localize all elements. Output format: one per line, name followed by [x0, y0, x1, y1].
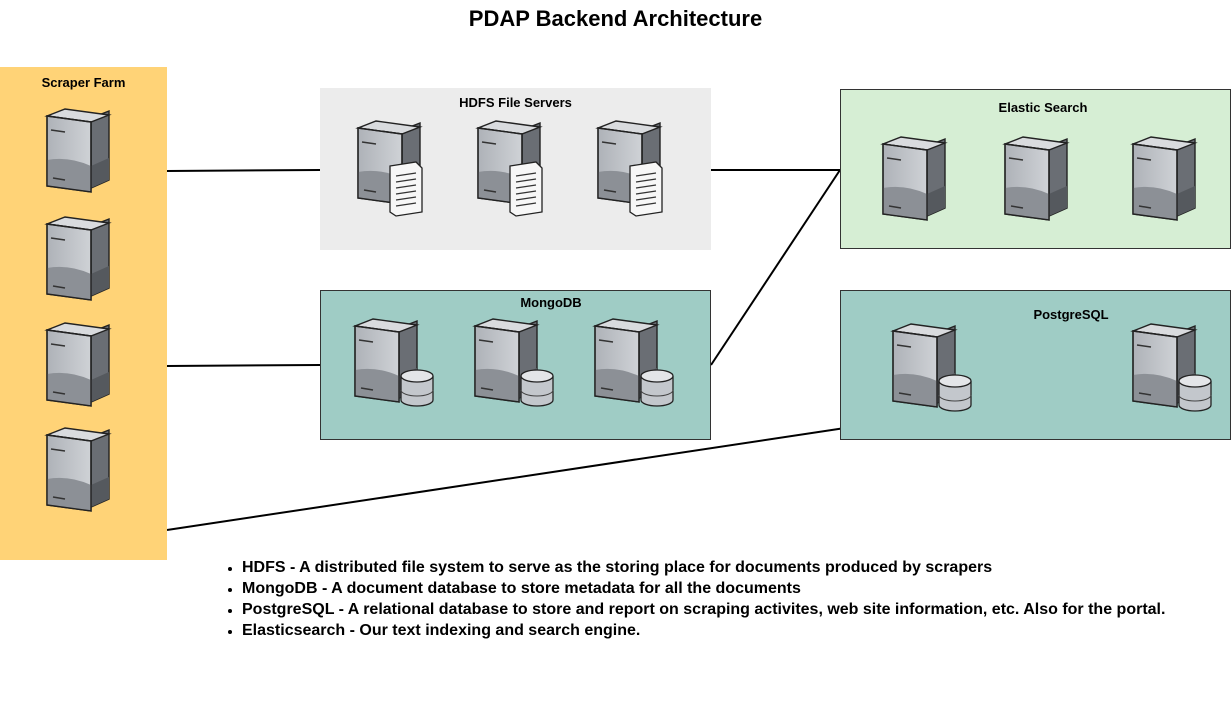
- database-server-icon: [354, 318, 434, 407]
- hdfs-label: HDFS File Servers: [459, 95, 572, 110]
- note-postgresql: PostgreSQL - A relational database to st…: [242, 599, 1231, 620]
- note-elasticsearch: Elasticsearch - Our text indexing and se…: [242, 620, 1231, 641]
- database-server-icon: [892, 323, 972, 412]
- postgresql-group: PostgreSQL: [840, 290, 1231, 440]
- mongodb-group: MongoDB: [320, 290, 711, 440]
- mongodb-label: MongoDB: [520, 295, 582, 310]
- hdfs-group: HDFS File Servers: [320, 88, 711, 250]
- server-icon: [46, 322, 110, 407]
- server-icon: [1004, 136, 1068, 221]
- server-icon: [1132, 136, 1196, 221]
- file-server-icon: [477, 120, 543, 217]
- server-icon: [46, 216, 110, 301]
- scraper-farm-label: Scraper Farm: [41, 75, 126, 90]
- postgresql-label: PostgreSQL: [1033, 307, 1109, 322]
- elastic-search-group: Elastic Search: [840, 89, 1231, 249]
- server-icon: [882, 136, 946, 221]
- server-icon: [46, 108, 110, 193]
- scraper-farm-group: Scraper Farm: [0, 67, 167, 560]
- elastic-search-label: Elastic Search: [998, 100, 1088, 115]
- connector-scraper-postgres: [166, 427, 846, 531]
- database-server-icon: [1132, 323, 1212, 412]
- file-server-icon: [357, 120, 423, 217]
- note-hdfs: HDFS - A distributed file system to serv…: [242, 557, 1231, 578]
- server-icon: [46, 427, 110, 512]
- component-notes: HDFS - A distributed file system to serv…: [224, 557, 1231, 641]
- database-server-icon: [474, 318, 554, 407]
- file-server-icon: [597, 120, 663, 217]
- database-server-icon: [594, 318, 674, 407]
- note-mongodb: MongoDB - A document database to store m…: [242, 578, 1231, 599]
- connector-scraper-mongo: [166, 364, 321, 367]
- diagram-title: PDAP Backend Architecture: [468, 6, 763, 31]
- connector-mongo-elastic: [710, 169, 841, 366]
- connector-scraper-hdfs: [166, 169, 321, 172]
